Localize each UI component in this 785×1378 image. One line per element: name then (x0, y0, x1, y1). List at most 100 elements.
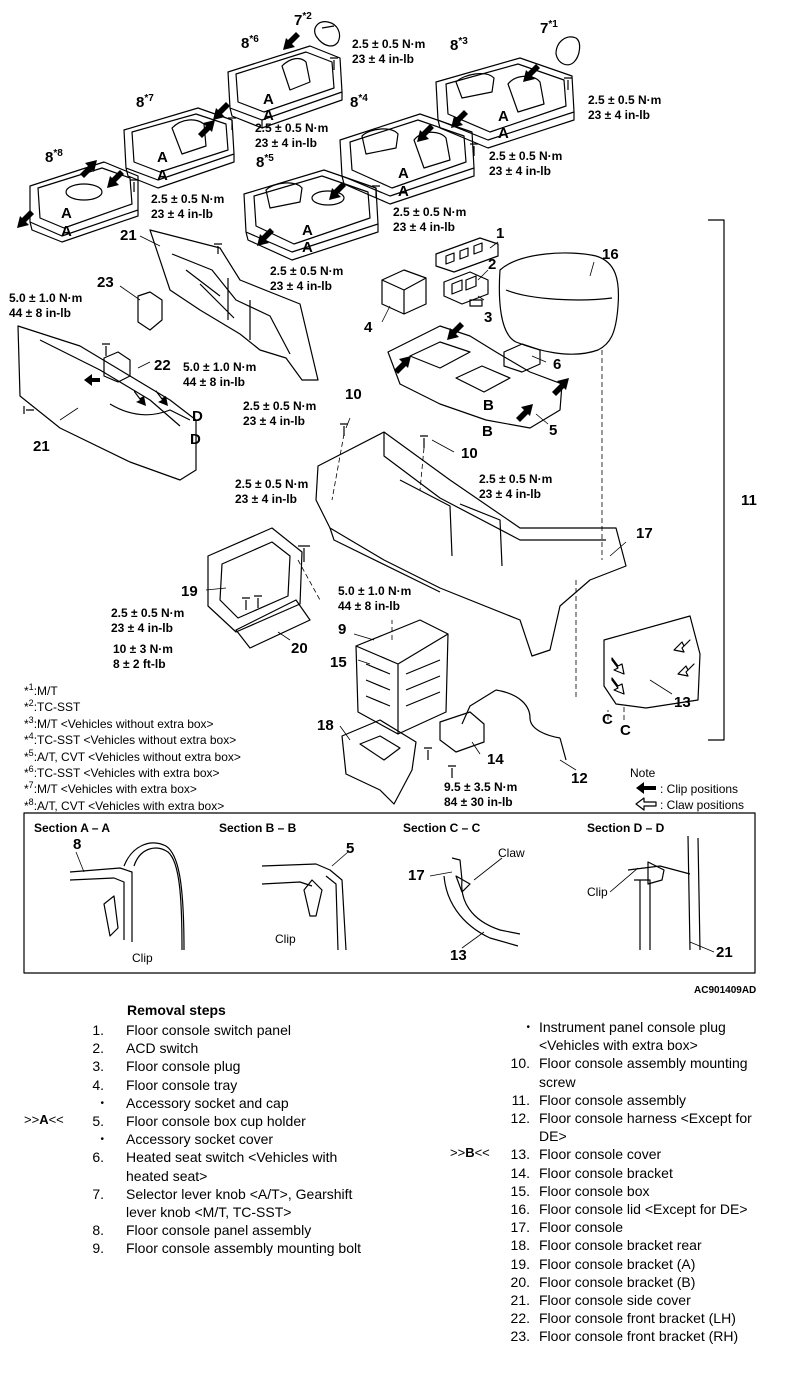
callout-10-left: 10 (345, 386, 362, 403)
callout-3: 3 (484, 309, 493, 326)
callout-15: 15 (330, 654, 347, 671)
claw-legend-text: : Claw positions (660, 798, 745, 812)
removal-step-text: Accessory socket cover (126, 1131, 274, 1148)
footnote-item: *5:A/T, CVT <Vehicles without extra box> (24, 747, 241, 764)
floor-console-lid (498, 252, 620, 355)
footnote-mark: 5 (28, 747, 34, 758)
removal-step: Floor console lid <Except for DE> (539, 1200, 779, 1218)
removal-step-text: Accessory socket and cap (126, 1094, 289, 1111)
footnote-mark: 1 (28, 682, 34, 692)
panel-assembly-at-cvt-extra-box (29, 161, 139, 243)
callout-11: 11 (741, 492, 757, 509)
section-c-c-part-bottom: 13 (450, 947, 467, 964)
callout-8-star8: 8*8 (45, 148, 63, 166)
footnote-item: *8:A/T, CVT <Vehicles with extra box> (24, 796, 225, 813)
section-b-b-title: Section B – B (219, 821, 297, 835)
removal-step-text: Floor console assembly mounting bolt (126, 1240, 362, 1257)
section-a-a-label: Clip (132, 951, 153, 965)
footnote-text: :TC-SST (33, 700, 81, 715)
removal-step-number: 21. (510, 1292, 530, 1309)
removal-step-text: Floor console box (539, 1182, 650, 1199)
floor-console-cover (603, 615, 701, 709)
section-d-d-drawing (627, 835, 701, 951)
removal-step-text: Floor console box cup holder (126, 1113, 306, 1130)
callout-16: 16 (602, 246, 619, 263)
removal-step-number: 23. (510, 1328, 530, 1345)
cup-holder (387, 325, 563, 429)
removal-step-text: ACD switch (126, 1040, 199, 1057)
removal-step-number: 13. (510, 1146, 530, 1163)
removal-step: Floor console panel assembly (126, 1221, 366, 1239)
section-mark-a: A (302, 239, 313, 256)
footnote-mark: 7 (28, 780, 34, 791)
callout-23: 23 (97, 274, 114, 291)
removal-step: Floor console bracket (539, 1164, 779, 1182)
removal-step-text: Floor console assembly mounting screw (539, 1055, 748, 1090)
callout-8-star7: 8*7 (136, 93, 154, 111)
exploded-view-illustration (17, 21, 756, 974)
section-mark-a: A (61, 205, 72, 222)
footnote-text: :A/T, CVT <Vehicles without extra box> (33, 749, 241, 764)
removal-step-number: 9. (92, 1240, 104, 1257)
leader-lines (59, 235, 715, 953)
removal-step-number: 6. (92, 1149, 104, 1166)
removal-step-text: Floor console switch panel (126, 1022, 291, 1038)
removal-step: Selector lever knob <A/T>, Gearshift lev… (126, 1185, 366, 1221)
footnote-item: *6:TC-SST <Vehicles with extra box> (24, 764, 220, 780)
removal-step-text: Floor console bracket (B) (539, 1273, 696, 1290)
callout-4: 4 (364, 319, 373, 336)
claw-legend-arrow (635, 797, 657, 811)
panel-assembly-tcsst-extra-box (227, 45, 343, 129)
section-mark-a: A (498, 108, 509, 125)
section-mark-b: B (482, 423, 493, 440)
removal-step-number: 4. (92, 1076, 104, 1093)
footnote-mark: 6 (28, 764, 34, 774)
front-bracket-and-side-cover-lh (17, 229, 319, 481)
removal-step-number: 1. (92, 1022, 104, 1038)
removal-step-text: Floor console harness <Except for DE> (539, 1110, 752, 1145)
removal-step: ACD switch (126, 1039, 366, 1057)
footnote-text: :M/T (33, 684, 58, 698)
switch-panel-parts (435, 237, 499, 307)
removal-step-number: 11. (511, 1091, 530, 1108)
section-mark-a: A (157, 167, 168, 184)
removal-step-number: 19. (510, 1255, 530, 1272)
removal-step-number: 16. (510, 1201, 530, 1218)
callout-6: 6 (553, 356, 562, 373)
footnote-mark: 8 (28, 796, 34, 807)
removal-step: Floor console switch panel (126, 1021, 366, 1039)
removal-step: Floor console harness <Except for DE> (539, 1109, 779, 1145)
brackets-19-20 (207, 527, 311, 649)
removal-step: Floor console front bracket (LH) (539, 1309, 779, 1327)
section-a-a-drawing (69, 842, 185, 951)
sections-frame (23, 812, 756, 974)
section-d-d-part: 21 (716, 944, 733, 961)
section-c-c-drawing (443, 857, 521, 947)
section-mark-a: A (61, 223, 72, 240)
removal-step: Floor console (539, 1218, 779, 1236)
section-mark-d: D (192, 408, 203, 425)
footnote-text: :M/T <Vehicles with extra box> (33, 782, 197, 797)
heated-seat-switch (503, 343, 541, 373)
section-b-b-part: 5 (346, 840, 355, 857)
callout-20: 20 (291, 640, 308, 657)
panel-assembly-mt-extra-box (123, 107, 235, 189)
removal-step-number: 5. (92, 1113, 104, 1130)
removal-step-text: Floor console bracket (539, 1164, 673, 1181)
removal-step-number: 2. (92, 1040, 104, 1057)
console-bracket (439, 711, 485, 753)
section-d-d-title: Section D – D (587, 821, 665, 835)
callout-13: 13 (674, 694, 691, 711)
console-harness (461, 689, 567, 761)
callout-19: 19 (181, 583, 198, 600)
callout-14: 14 (487, 751, 504, 768)
